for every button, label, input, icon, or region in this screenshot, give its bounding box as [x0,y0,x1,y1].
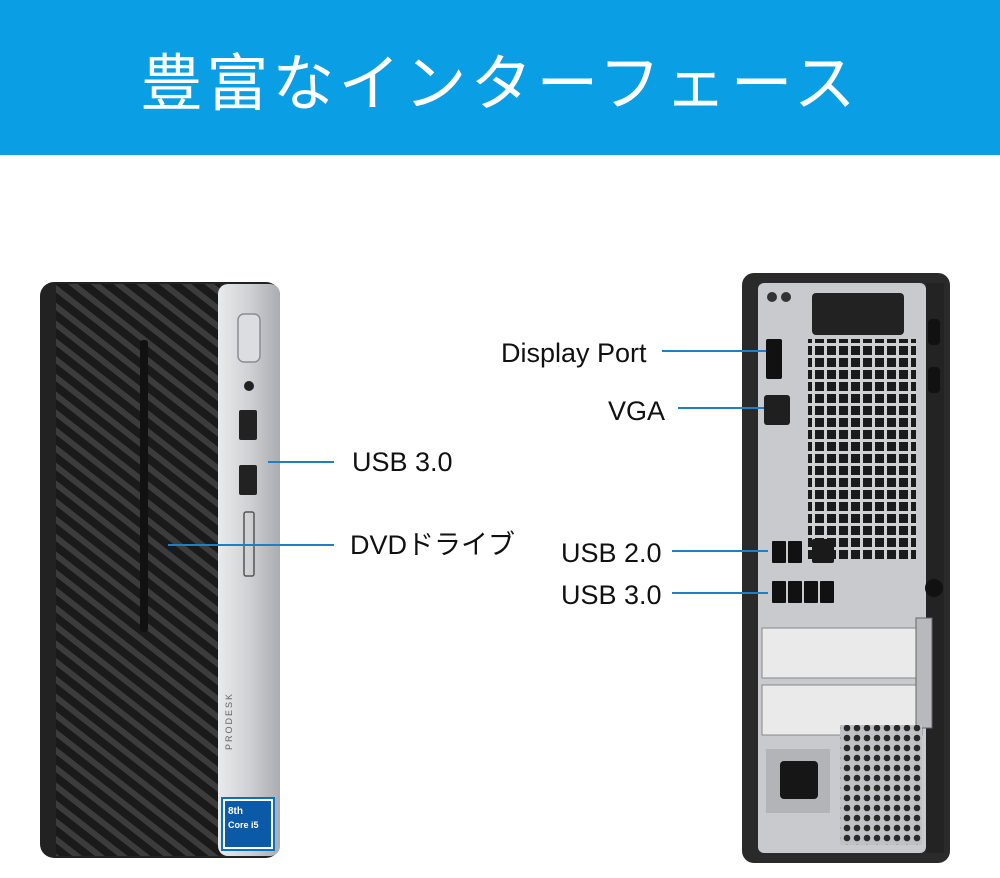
usb3-front-label: USB 3.0 [352,447,453,477]
dvd-label: DVDドライブ [350,530,516,560]
displayport-label: Display Port [501,338,647,368]
title-banner: 豊富なインターフェース [0,0,1000,155]
front-pc-image: PRODESK 8th Core i5 [40,282,280,858]
usb3-rear-label: USB 3.0 [561,580,662,610]
cpu-badge: 8th Core i5 [221,797,275,851]
page-title: 豊富なインターフェース [140,46,860,120]
vga-label: VGA [608,396,666,426]
usb2-leader [672,550,768,552]
rear-pc-image [742,273,950,863]
usb3-front-leader [268,461,334,463]
displayport-leader [662,350,766,352]
badge-gen-text: 8th [228,806,243,817]
usb2-label: USB 2.0 [561,538,662,568]
prodesk-brand-text: PRODESK [224,692,234,750]
vga-leader [678,407,764,409]
badge-cpu-text: Core i5 [228,820,259,830]
dvd-leader [168,544,334,546]
usb3-rear-leader [672,592,768,594]
